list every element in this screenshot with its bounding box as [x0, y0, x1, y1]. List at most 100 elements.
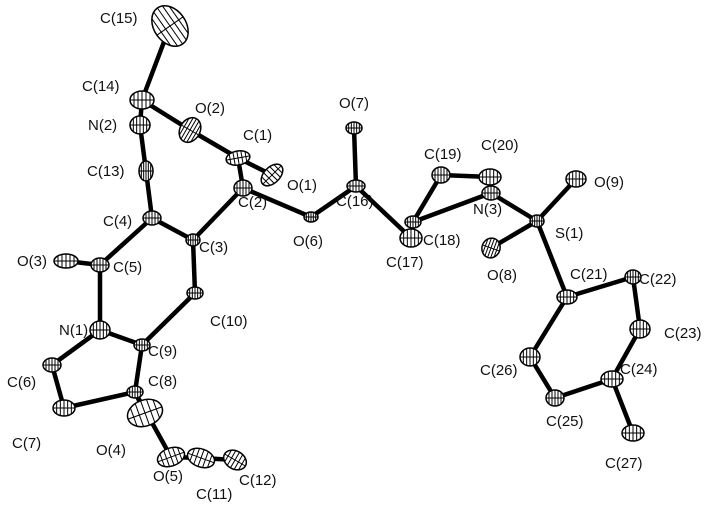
- atom-label-C24: C(24): [620, 361, 658, 378]
- atom-label-C15: C(15): [100, 10, 138, 27]
- bond-C10-C9: [139, 290, 198, 348]
- atom-N3: [481, 185, 501, 201]
- atom-label-C6: C(6): [7, 374, 36, 391]
- atom-C6: [42, 357, 62, 373]
- atom-C7: [52, 399, 76, 417]
- atom-label-C19: C(19): [424, 146, 462, 163]
- atom-label-S1: S(1): [555, 225, 583, 242]
- atom-label-O4: O(4): [96, 442, 126, 459]
- atom-C20: [478, 168, 502, 186]
- bond-C21-C22: [564, 274, 636, 300]
- atom-label-O9: O(9): [594, 174, 624, 191]
- atom-C8: [126, 385, 144, 399]
- atom-label-C3: C(3): [199, 239, 228, 256]
- atom-O8: [481, 237, 501, 259]
- atom-O6: [303, 211, 319, 223]
- bond-S1-C21: [534, 218, 570, 300]
- atom-N2: [129, 115, 151, 135]
- atom-label-N3: N(3): [473, 201, 502, 218]
- atom-C15: [151, 5, 189, 47]
- atom-label-C26: C(26): [480, 362, 518, 379]
- atom-label-C1: C(1): [243, 127, 272, 144]
- atom-C9: [133, 338, 151, 352]
- atom-C4: [142, 210, 162, 226]
- atom-layer: [42, 5, 651, 471]
- atom-C10: [186, 286, 204, 300]
- atom-label-C16: C(16): [336, 193, 374, 210]
- bond-O6-C16: [308, 183, 359, 220]
- atom-C27: [621, 424, 645, 442]
- atom-C13: [138, 160, 154, 182]
- atom-C24: [600, 370, 624, 388]
- atom-C21: [556, 289, 578, 305]
- atom-label-C23: C(23): [664, 325, 702, 342]
- atom-O5: [156, 446, 186, 468]
- atom-label-C10: C(10): [210, 313, 248, 330]
- atom-O2: [178, 116, 202, 144]
- atom-label-O7: O(7): [339, 95, 369, 112]
- atom-O3: [53, 253, 79, 269]
- atom-C1: [225, 150, 251, 166]
- atom-S1: [529, 214, 545, 228]
- atom-C12: [222, 449, 248, 471]
- atom-label-C21: C(21): [570, 266, 608, 283]
- bond-C2-O6: [240, 185, 314, 220]
- atom-C25: [545, 389, 565, 407]
- atom-label-C11: C(11): [196, 486, 232, 503]
- atom-label-C4: C(4): [103, 213, 132, 230]
- atom-C23: [629, 319, 651, 339]
- atom-label-C9: C(9): [148, 343, 177, 360]
- atom-C19: [431, 166, 451, 184]
- label-layer: C(15) C(14) N(2) C(13) O(2) C(1) O(1) C(2) C(4) C…: [7, 10, 702, 503]
- atom-C22: [624, 269, 642, 285]
- atom-label-C7: C(7): [12, 435, 41, 452]
- atom-label-C14: C(14): [82, 78, 120, 95]
- atom-O7: [345, 121, 363, 135]
- atom-O9: [565, 170, 587, 188]
- atom-C14: [129, 90, 155, 110]
- bond-C9-C8: [132, 342, 145, 395]
- atom-C16: [346, 179, 366, 193]
- atom-label-C8: C(8): [148, 373, 177, 390]
- bond-C26-C21: [527, 294, 570, 360]
- bond-C18-N3: [410, 190, 494, 225]
- atom-O4: [126, 398, 164, 428]
- atom-C2: [233, 179, 253, 197]
- bond-C18-C19: [410, 172, 444, 225]
- atom-C17: [399, 228, 423, 248]
- atom-C5: [90, 257, 110, 273]
- atom-label-O2: O(2): [195, 100, 225, 117]
- atom-label-C13: C(13): [87, 163, 125, 180]
- bond-S1-O9: [534, 176, 579, 224]
- atom-label-O6: O(6): [293, 233, 323, 250]
- atom-C26: [519, 347, 541, 367]
- atom-C3: [185, 233, 201, 247]
- bond-C4-C5: [97, 215, 155, 268]
- atom-C18: [404, 215, 422, 229]
- atom-label-C2: C(2): [238, 194, 267, 211]
- bond-C16-C17: [353, 183, 414, 241]
- atom-label-O1: O(1): [287, 177, 317, 194]
- atom-label-O5: O(5): [153, 468, 183, 485]
- bond-C7-C8: [61, 389, 138, 411]
- atom-C11: [186, 447, 216, 469]
- atom-N1: [89, 320, 111, 340]
- atom-label-C20: C(20): [481, 137, 519, 154]
- atom-label-C12: C(12): [239, 472, 277, 489]
- bond-C24-C27: [609, 376, 636, 436]
- atom-O1: [260, 163, 284, 187]
- atom-label-C17: C(17): [386, 254, 424, 271]
- atom-label-C22: C(22): [639, 271, 677, 288]
- atom-label-N1: N(1): [59, 322, 88, 339]
- atom-label-C25: C(25): [546, 413, 584, 430]
- atom-label-C18: C(18): [423, 232, 461, 249]
- atom-label-O3: O(3): [17, 253, 47, 270]
- atom-label-O8: O(8): [487, 267, 517, 284]
- bond-C2-C3: [190, 185, 246, 243]
- atom-label-C5: C(5): [113, 259, 142, 276]
- bond-C16-O7: [351, 125, 359, 189]
- atom-label-C27: C(27): [605, 455, 643, 472]
- atom-label-N2: N(2): [88, 117, 117, 134]
